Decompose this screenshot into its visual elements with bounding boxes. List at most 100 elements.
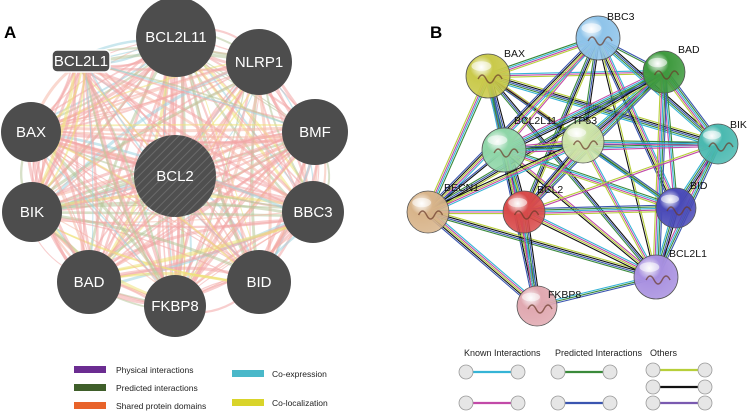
st-node-highlight xyxy=(508,197,528,208)
panel-b-string-network: B BBC3 BAX BAD BCL2L11 TP53 BIK BECN1 BC… xyxy=(406,11,747,411)
legend-label: Physical interactions xyxy=(116,365,193,375)
st-edge xyxy=(487,71,665,77)
st-node-bcl2[interactable] xyxy=(502,190,546,234)
st-edge xyxy=(598,37,658,277)
st-edge xyxy=(427,213,656,280)
st-node-fkbp8[interactable] xyxy=(516,285,558,327)
legend-swatch-coexpression xyxy=(232,370,264,377)
legend-edge-sample xyxy=(458,364,526,380)
st-node-bax[interactable] xyxy=(465,53,511,99)
st-label-bik: BIK xyxy=(730,119,747,131)
st-node-tp53[interactable] xyxy=(561,120,605,164)
st-node-highlight xyxy=(581,23,602,33)
gm-node-bax-circle xyxy=(1,102,61,162)
protein-structure-icon xyxy=(666,206,692,216)
gm-node-bad-circle xyxy=(57,250,121,314)
st-label-bbc3: BBC3 xyxy=(607,11,635,23)
st-node-becn1[interactable] xyxy=(406,190,450,234)
gm-node-label: BCL2 xyxy=(156,168,194,185)
gm-node-bcl2l11[interactable]: BCL2L11 xyxy=(136,0,216,77)
st-edge xyxy=(521,36,597,212)
legend-node-sample xyxy=(645,362,661,378)
st-edge xyxy=(523,142,718,212)
st-node-bcl2l11[interactable] xyxy=(481,127,527,173)
legend-node-sample xyxy=(550,395,566,411)
gm-node-bik[interactable]: BIK xyxy=(2,182,62,242)
protein-structure-icon xyxy=(527,304,553,314)
legend-node-sample xyxy=(550,364,566,380)
st-node-sphere xyxy=(502,190,546,234)
st-node-bcl2l1[interactable] xyxy=(633,254,679,300)
st-edge xyxy=(426,75,488,212)
st-node-highlight xyxy=(639,262,660,272)
legend-node-sample xyxy=(510,395,526,411)
st-node-bbc3[interactable] xyxy=(575,15,621,61)
st-node-highlight xyxy=(567,127,587,138)
st-edge xyxy=(426,212,537,308)
st-node-highlight xyxy=(412,197,432,208)
legend-swatch-shared-domains xyxy=(74,402,106,409)
gm-node-bmf[interactable]: BMF xyxy=(282,99,348,165)
st-node-bid[interactable] xyxy=(655,187,697,229)
st-edge xyxy=(523,204,676,210)
st-edge xyxy=(429,209,540,305)
st-node-highlight xyxy=(471,61,492,71)
protein-structure-icon xyxy=(653,70,680,80)
gm-node-bbc3-circle xyxy=(282,181,344,243)
gm-node-nlrp1[interactable]: NLRP1 xyxy=(226,29,292,95)
st-edge xyxy=(582,139,719,143)
legend-node-sample xyxy=(645,379,661,395)
st-edge xyxy=(428,209,657,276)
st-edge xyxy=(503,150,676,210)
gm-edge xyxy=(81,58,310,132)
st-edge xyxy=(486,76,656,279)
st-edge xyxy=(503,141,718,149)
gm-node-bid[interactable]: BID xyxy=(227,250,291,314)
st-edge xyxy=(504,38,600,151)
st-label-becn1: BECN1 xyxy=(444,182,479,194)
gm-node-bbc3[interactable]: BBC3 xyxy=(282,181,344,243)
st-edge xyxy=(665,71,679,208)
gm-node-label: FKBP8 xyxy=(151,298,199,315)
gm-node-label: BAX xyxy=(16,124,46,141)
legend-swatch-predicted xyxy=(74,384,106,391)
st-edge xyxy=(658,72,668,278)
gm-node-bad[interactable]: BAD xyxy=(57,250,121,314)
gm-node-bcl2l1[interactable]: BCL2L1 xyxy=(51,49,111,73)
gm-node-fkbp8[interactable]: FKBP8 xyxy=(144,275,206,337)
gm-node-label: BMF xyxy=(299,124,331,141)
st-edge xyxy=(583,140,658,277)
panel-b-letter: B xyxy=(430,23,442,42)
gm-node-bax[interactable]: BAX xyxy=(1,102,61,162)
st-edge xyxy=(429,76,491,214)
st-edge xyxy=(425,213,536,309)
st-node-bad[interactable] xyxy=(642,50,686,94)
legend-edge-sample xyxy=(645,395,713,411)
gm-node-nlrp1-circle xyxy=(226,29,292,95)
st-edge xyxy=(596,39,717,147)
panel-a-genemania-network: A BCL2 BCL2L11 NLRP1 BMF BBC3 BID xyxy=(1,0,348,411)
st-edge xyxy=(596,38,656,278)
legend-heading-predicted: Predicted Interactions xyxy=(555,348,643,358)
gm-node-label: BCL2L11 xyxy=(145,29,206,46)
st-edge xyxy=(655,71,665,278)
panel-b-edges xyxy=(425,35,722,309)
gm-node-bik-circle xyxy=(2,182,62,242)
st-edge xyxy=(600,36,680,207)
st-edge xyxy=(525,38,601,214)
panel-b-nodes xyxy=(406,15,739,327)
gm-node-bcl2[interactable]: BCL2 xyxy=(134,135,216,217)
st-edge xyxy=(426,139,583,211)
st-node-bik[interactable] xyxy=(697,123,739,165)
st-node-sphere xyxy=(465,53,511,99)
gm-node-label: BIK xyxy=(20,204,44,221)
st-node-highlight xyxy=(522,292,540,302)
st-node-highlight xyxy=(648,57,668,68)
gm-edge xyxy=(80,64,174,310)
gm-edge xyxy=(82,68,86,282)
st-edge xyxy=(427,37,599,213)
legend-heading-known: Known Interactions xyxy=(464,348,541,358)
protein-structure-icon xyxy=(587,36,613,46)
gm-node-bmf-circle xyxy=(282,99,348,165)
st-node-sphere xyxy=(481,127,527,173)
